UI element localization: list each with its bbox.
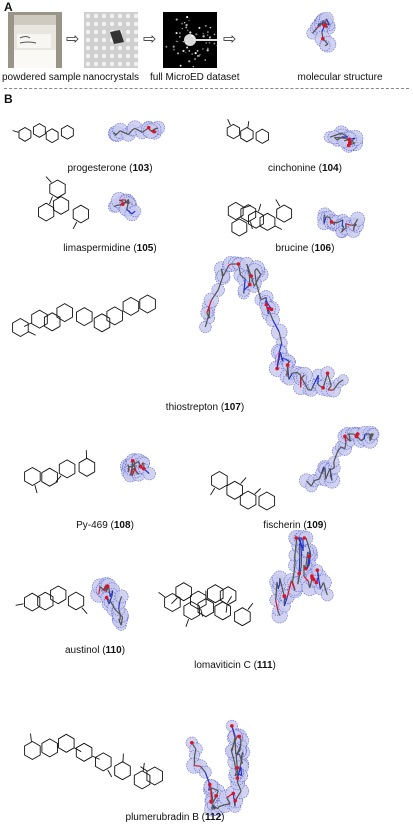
powdered-sample-image [8, 12, 62, 68]
progesterone-density-map [108, 120, 166, 143]
plumerubradin-b-density-map [185, 719, 251, 817]
nanocrystals-image [84, 12, 138, 68]
limaspermidine-density-map [107, 192, 142, 222]
compound-caption: cinchonine (104) [268, 163, 342, 174]
compound-caption: Py-469 (108) [76, 520, 134, 531]
compound-caption: lomaviticin C (111) [194, 660, 276, 671]
fischerin-structure [210, 470, 276, 511]
panel-a-label: A [4, 0, 13, 14]
lomaviticin-c-density-map [269, 529, 334, 624]
step-label: molecular structure [297, 72, 383, 83]
step-label: nanocrystals [82, 72, 140, 83]
compound-caption: brucine (106) [275, 243, 335, 254]
progesterone-structure [12, 123, 74, 144]
brucine-density-map [317, 207, 366, 239]
compound-caption: plumerubradin B (112) [125, 812, 225, 823]
microed-diffraction-image [163, 12, 217, 68]
panel-b-label: B [4, 92, 13, 106]
cinchonine-structure [226, 119, 269, 144]
thiostrepton-structure [12, 294, 156, 338]
austinol-structure [15, 585, 88, 614]
plumerubradin-b-structure [24, 733, 163, 790]
py-469-density-map [119, 453, 156, 483]
py-469-structure [24, 450, 96, 494]
step-label: full MicroED dataset [150, 72, 240, 83]
compound-caption: austinol (110) [64, 645, 126, 656]
arrow-right-icon: ⇨ [143, 31, 157, 48]
arrow-right-icon: ⇨ [223, 31, 237, 48]
step-label: powdered sample [2, 72, 81, 83]
arrow-right-icon: ⇨ [66, 31, 80, 48]
lomaviticin-c-structure [158, 582, 254, 627]
molecular-structure-image [305, 12, 365, 68]
fischerin-density-map [299, 425, 380, 493]
brucine-structure [227, 199, 293, 237]
cinchonine-density-map [323, 125, 364, 153]
compound-caption: thiostrepton (107) [165, 402, 245, 413]
compound-caption: fischerin (109) [263, 520, 327, 531]
compound-caption: limaspermidine (105) [63, 243, 157, 254]
limaspermidine-structure [38, 176, 89, 230]
austinol-density-map [90, 577, 129, 631]
thiostrepton-density-map [199, 256, 349, 398]
compound-caption: progesterone (103) [67, 163, 153, 174]
panel-divider [4, 88, 409, 89]
